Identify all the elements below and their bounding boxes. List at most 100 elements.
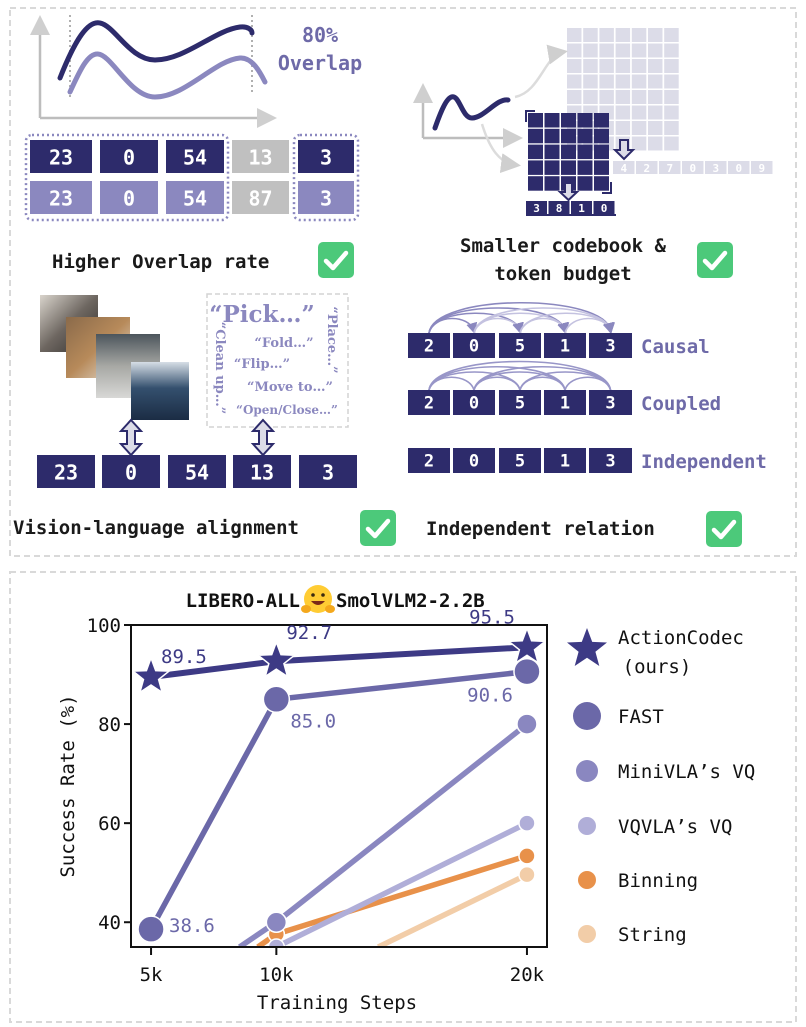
y-tick-label: 60 [98,813,121,835]
codebook-cell [561,144,576,160]
data-point [137,915,165,943]
codebook-caption-line1: Smaller codebook & [460,235,666,257]
token-value: 3 [320,146,332,170]
legend-item: String [578,924,687,946]
codebook-cell [544,128,560,144]
codebook-cell [528,144,543,160]
overlap-group-box [24,133,230,222]
data-point [516,713,538,735]
token: 54 [168,455,226,488]
y-axis-label: Success Rate (%) [57,694,79,877]
token-value: 87 [248,187,272,211]
token-value: 3 [533,202,540,215]
token-cell [298,140,354,173]
codebook-cell [664,90,679,104]
check-box [318,242,354,278]
check-box [360,510,396,546]
causal-arc [473,317,524,335]
mapping-arrow [514,44,568,99]
token-value: 54 [185,461,209,485]
token: 0 [100,181,158,214]
series-fast [137,657,541,943]
data-point-star [131,655,172,695]
grid-corner [602,182,612,194]
codebook-cell [599,28,614,42]
x-tick-label: 20k [510,964,545,986]
token-value: 3 [605,337,615,357]
down-arrow-icon [557,182,580,202]
hugging-face-emoji-icon [301,585,335,613]
codebook-cell [599,90,614,104]
codebook-cell [648,74,663,89]
codebook-cell [594,160,609,175]
token-value: 1 [560,337,570,357]
codebook-cell [664,121,679,135]
data-label: 90.6 [467,685,513,707]
codebook-cell [599,59,614,73]
token-cell [544,390,586,415]
phrase-move: “Move to…” [247,380,333,395]
codebook-cell [567,74,582,89]
codebook-cell [561,113,576,128]
token: 5 [499,333,541,358]
token: 3 [526,201,547,215]
causal-arc [428,307,570,335]
token-cell [544,333,586,358]
codebook-cell [631,105,647,120]
codebook-cell [648,90,663,104]
codebook-cell [664,105,679,120]
codebook-cell [577,176,593,191]
token: 3 [298,181,354,214]
token: 0 [100,140,158,173]
legend-label: FAST [618,706,664,728]
codebook-cell [615,59,631,73]
codebook-cell [648,59,663,73]
codebook-cell [648,121,663,135]
coupled-arc [428,360,612,391]
codebook-cell [599,74,614,89]
overlap-label: Overlap [278,51,362,75]
token: 0 [453,390,495,415]
token-cell [499,333,541,358]
token: 54 [166,181,224,214]
codebook-cell [561,160,576,175]
token-value: 3 [322,461,334,485]
data-point [267,938,286,947]
token-value: 0 [469,452,479,472]
check-icon [697,242,733,278]
token-value: 3 [712,162,719,175]
data-labels: 89.592.795.538.685.090.6 [161,606,515,937]
codebook-cell [664,28,679,42]
grid-corner [525,110,535,122]
series-vqvla-s-vq [267,814,536,947]
codebook-cell [664,59,679,73]
token-value: 54 [183,187,207,211]
data-point-star [506,626,547,665]
token: 0 [682,161,704,175]
codebook-cell [631,74,647,89]
token-cell [166,181,224,214]
codebook-cell [567,43,582,58]
codebook-cell [594,128,609,144]
token-cell [593,201,615,214]
legend-label: VQVLA’s VQ [618,816,732,838]
codebook-cell [594,144,609,160]
codebook-cell [577,144,593,160]
check-mark [365,518,391,539]
data-point-star [256,640,297,679]
token-value: 0 [123,187,135,211]
check-mark [711,519,737,540]
signal-curve-light [67,51,268,100]
token: 0 [102,455,160,488]
token-cell [548,201,570,214]
y-tick-label: 80 [98,714,121,736]
token-value: 3 [605,394,615,414]
overlap-percent: 80% [302,23,338,47]
token: 1 [571,201,592,215]
codebook-cell [544,176,560,191]
phrase-fold: “Fold…” [254,336,313,351]
